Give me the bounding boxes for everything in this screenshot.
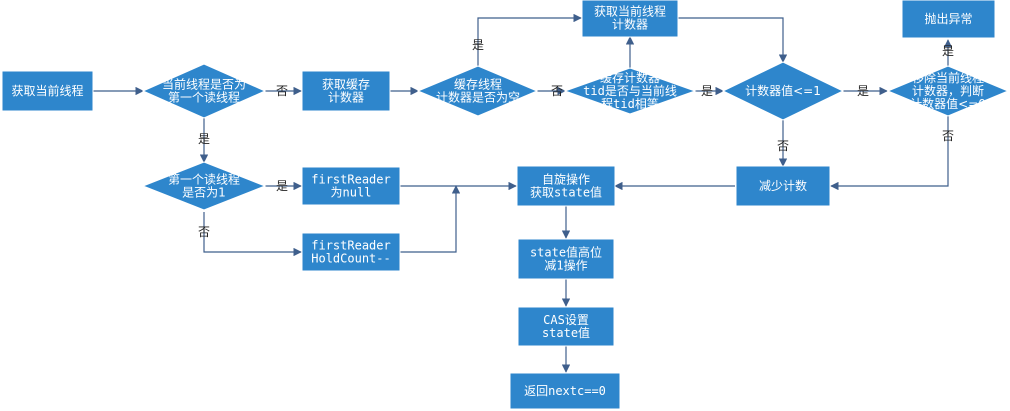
throw-exc-label-line: 抛出异常 (924, 11, 972, 26)
fr-hold-label-line: HoldCount-- (311, 252, 390, 266)
edges (93, 13, 953, 373)
is-first-reader-label-line: 第一个读线程 (168, 90, 240, 105)
first-is1-label-line: 第一个读线程 (168, 172, 240, 187)
remove-counter-label-line: 移除当前线程 (912, 70, 984, 85)
cache-null-label-line: 缓存线程 (454, 77, 502, 92)
cache-null-label-line: 计数器是否为空 (436, 90, 520, 105)
node-decrease-count: 减少计数 (735, 165, 831, 207)
edge-get-counter-top-to-counter-le1 (678, 17, 788, 63)
remove-counter-label-line: 计数器，判断 (912, 83, 984, 98)
spin-label-line: 获取state值 (530, 185, 602, 200)
label-yes-cache-null: 是 (472, 38, 484, 52)
edge-labels: 否 否 是 是 是 否 是 否 是 是 否 (198, 38, 954, 239)
label-yes-counter-le1: 是 (857, 84, 869, 98)
label-yes-is-first: 是 (198, 132, 210, 146)
tid-equal-label-line: tid是否与当前线 (583, 83, 677, 98)
node-first-is1: 第一个读线程是否为1 (141, 161, 267, 211)
fr-null-label-line: 为null (331, 186, 372, 200)
node-state-high: state值高位减1操作 (517, 238, 615, 280)
node-counter-le1: 计数器值<=1 (721, 61, 845, 121)
svg-text:第一个读线程是否为1: 第一个读线程是否为1 (168, 172, 240, 200)
label-no-counter-le1: 否 (777, 139, 789, 153)
cas-label-line: state值 (542, 325, 590, 340)
node-cache-null: 缓存线程计数器是否为空 (416, 65, 539, 117)
edge-fr-hold-to-spin (400, 185, 461, 253)
label-no-first-is1: 否 (198, 225, 210, 239)
svg-text:获取当前线程计数器: 获取当前线程计数器 (594, 4, 666, 32)
tid-equal-label-line: 缓存计数器 (600, 70, 660, 85)
svg-text:返回nextc==0: 返回nextc==0 (524, 384, 606, 398)
svg-text:自旋操作获取state值: 自旋操作获取state值 (530, 172, 602, 200)
node-get-cache: 获取缓存计数器 (301, 70, 391, 112)
node-get-thread: 获取当前线程 (1, 70, 94, 112)
tid-equal-label-line: 程tid相等 (601, 96, 659, 111)
state-high-label-line: 减1操作 (544, 258, 587, 273)
state-high-label-line: state值高位 (530, 245, 602, 260)
label-no-cache-null: 否 (551, 84, 563, 98)
is-first-reader-label-line: 当前线程是否为 (162, 77, 246, 92)
label-yes-remove: 是 (942, 44, 954, 58)
node-get-counter-top: 获取当前线程计数器 (581, 0, 679, 38)
get-counter-top-label-line: 获取当前线程 (594, 4, 666, 19)
get-thread-label-line: 获取当前线程 (11, 83, 83, 98)
svg-text:减少计数: 减少计数 (759, 178, 807, 193)
svg-text:state值高位减1操作: state值高位减1操作 (530, 245, 602, 273)
fr-hold-label-line: firstReader (311, 239, 390, 253)
get-counter-top-label-line: 计数器 (612, 17, 648, 32)
edge-first-is1-to-fr-hold (203, 212, 302, 257)
fr-null-label-line: firstReader (311, 173, 390, 187)
cas-label-line: CAS设置 (543, 313, 589, 327)
label-no-remove: 否 (942, 129, 954, 143)
spin-label-line: 自旋操作 (542, 172, 590, 187)
svg-text:抛出异常: 抛出异常 (924, 11, 972, 26)
node-throw-exception: 抛出异常 (901, 0, 996, 39)
svg-text:计数器值<=1: 计数器值<=1 (745, 83, 821, 98)
ret-label-line: 返回nextc==0 (524, 384, 606, 398)
counter-le1-label-line: 计数器值<=1 (745, 83, 821, 98)
svg-text:缓存线程计数器是否为空: 缓存线程计数器是否为空 (436, 77, 520, 105)
label-no-is-first: 否 (276, 84, 288, 98)
edge-remove-to-dec-count (830, 116, 949, 191)
label-yes-tid-equal: 是 (701, 84, 713, 98)
node-return: 返回nextc==0 (509, 372, 621, 410)
node-remove-counter: 移除当前线程计数器，判断计数器值<=0 (886, 65, 1010, 117)
dec-count-label-line: 减少计数 (759, 178, 807, 193)
svg-text:移除当前线程计数器，判断计数器值<=0: 移除当前线程计数器，判断计数器值<=0 (910, 70, 986, 111)
get-cache-label-line: 计数器 (328, 90, 364, 105)
first-is1-label-line: 是否为1 (182, 186, 226, 200)
svg-text:获取当前线程: 获取当前线程 (11, 83, 83, 98)
get-cache-label-line: 获取缓存 (322, 78, 370, 92)
svg-text:获取缓存计数器: 获取缓存计数器 (322, 78, 370, 105)
svg-text:当前线程是否为第一个读线程: 当前线程是否为第一个读线程 (162, 77, 246, 105)
node-spin: 自旋操作获取state值 (516, 165, 616, 207)
label-yes-first-is1: 是 (276, 179, 288, 193)
node-is-first-reader: 当前线程是否为第一个读线程 (141, 63, 267, 119)
remove-counter-label-line: 计数器值<=0 (910, 96, 986, 111)
edge-cache-null-to-get-counter-top (477, 13, 582, 66)
